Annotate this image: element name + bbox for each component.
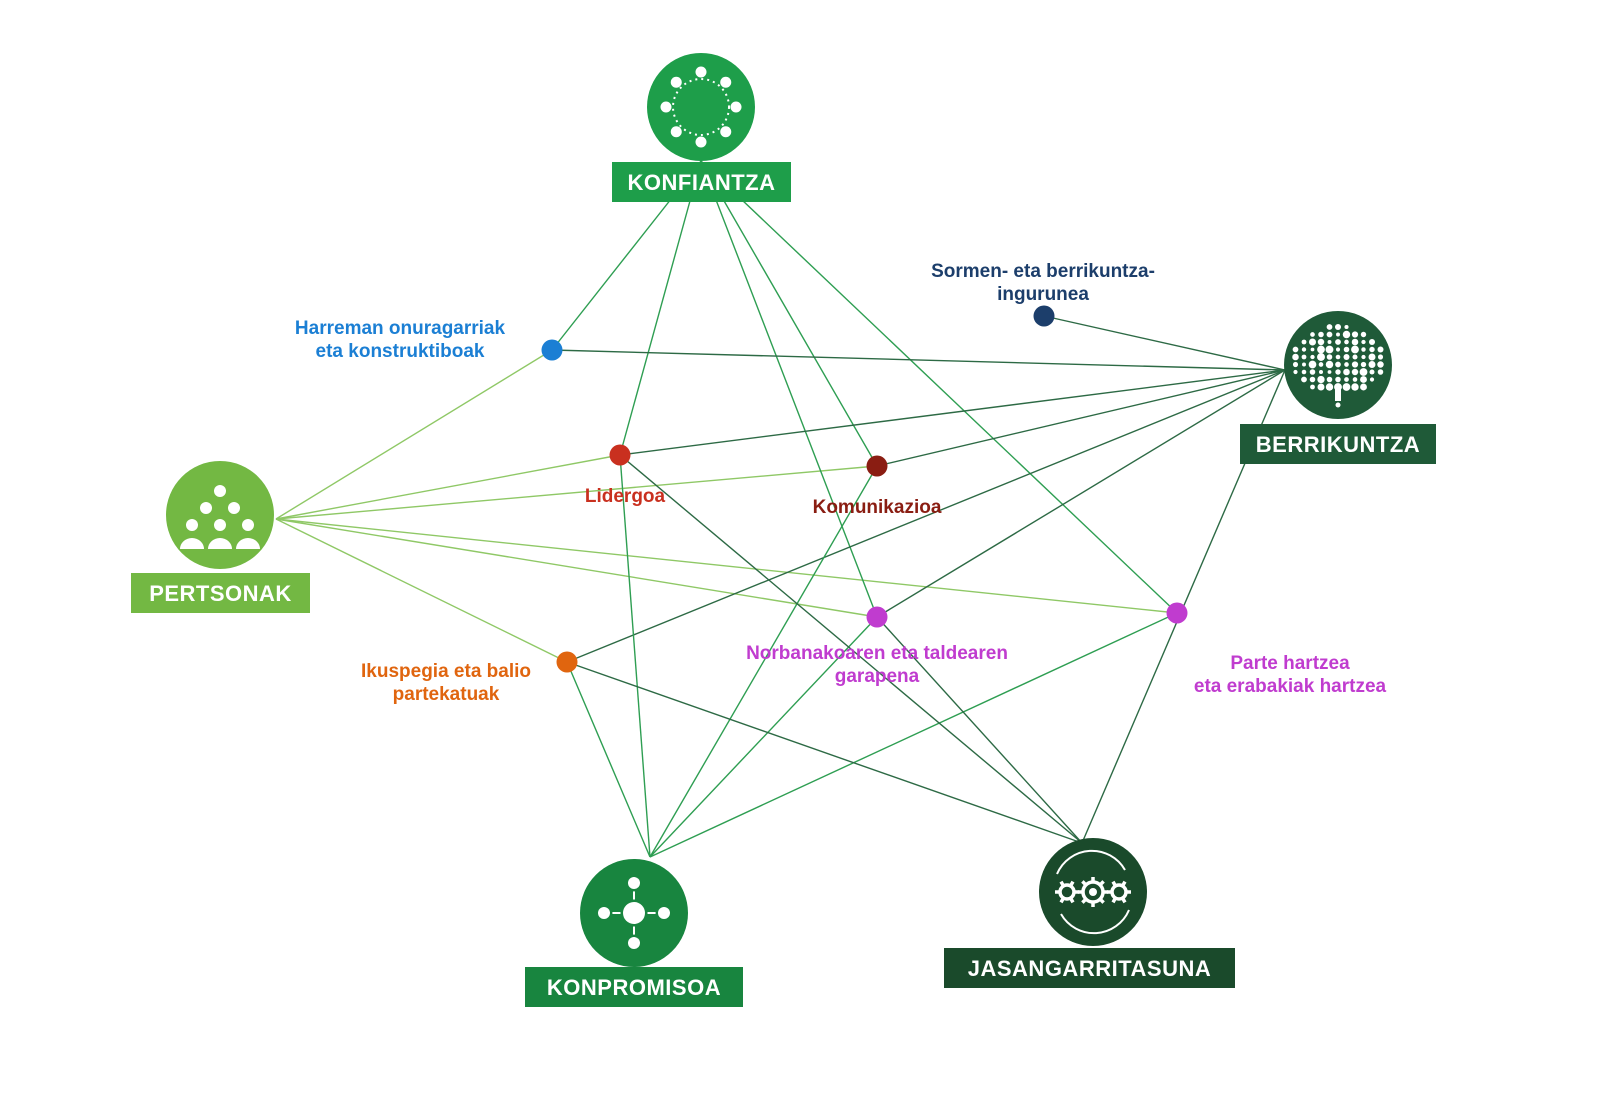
connection-line bbox=[649, 616, 878, 858]
ikuspegia-label-line: partekatuak bbox=[393, 684, 500, 705]
komunikazioa-label-line: Komunikazioa bbox=[813, 497, 942, 518]
gears-cycle-icon bbox=[1055, 849, 1131, 935]
konfiantza-label-box: KONFIANTZA bbox=[612, 162, 791, 202]
parte-dot bbox=[1166, 602, 1188, 624]
norbanakoaren-label-line: Norbanakoaren eta taldearen bbox=[746, 643, 1008, 664]
konpromisoa-label: KONPROMISOA bbox=[547, 975, 721, 1000]
parte-label-line: Parte hartzea bbox=[1230, 653, 1350, 674]
sormen-label-line: Sormen- eta berrikuntza- bbox=[931, 261, 1155, 282]
jasangarritasuna-label-box: JASANGARRITASUNA bbox=[944, 948, 1235, 988]
harreman-label-line: eta konstruktiboak bbox=[316, 341, 485, 362]
connection-line bbox=[275, 465, 878, 520]
connection-line bbox=[700, 160, 1178, 614]
jasangarritasuna-label: JASANGARRITASUNA bbox=[968, 956, 1212, 981]
connection-line bbox=[619, 369, 1286, 456]
berrikuntza-label: BERRIKUNTZA bbox=[1256, 432, 1420, 457]
lidergoa-label-line: Lidergoa bbox=[585, 486, 666, 507]
connection-line bbox=[275, 518, 1178, 614]
konfiantza-label: KONFIANTZA bbox=[628, 170, 776, 195]
berrikuntza-label-box: BERRIKUNTZA bbox=[1240, 424, 1436, 464]
factor-dots bbox=[541, 305, 1188, 673]
connection-line bbox=[876, 616, 1083, 844]
harreman-label-line: Harreman onuragarriak bbox=[295, 318, 506, 339]
connection-line bbox=[275, 518, 878, 618]
connection-line bbox=[275, 454, 621, 520]
jasangarritasuna-pillar: JASANGARRITASUNA bbox=[944, 838, 1235, 988]
berrikuntza-pillar: BERRIKUNTZA bbox=[1240, 311, 1436, 464]
connection-line bbox=[566, 661, 1083, 844]
pillars: KONFIANTZA PERTSONAK BERRIKUNTZA KONPROMISO… bbox=[131, 53, 1436, 1007]
connection-line bbox=[700, 160, 878, 618]
sormen-label-line: ingurunea bbox=[997, 284, 1089, 305]
connection-line bbox=[551, 349, 1286, 371]
connection-line bbox=[566, 369, 1286, 663]
konpromisoa-label-box: KONPROMISOA bbox=[525, 967, 743, 1007]
connection-line bbox=[275, 518, 568, 663]
connection-line bbox=[619, 160, 702, 456]
connection-line bbox=[649, 612, 1178, 858]
connection-line bbox=[619, 454, 651, 858]
ikuspegia-dot bbox=[556, 651, 578, 673]
harreman-dot bbox=[541, 339, 563, 361]
parte-label-line: eta erabakiak hartzea bbox=[1194, 676, 1387, 697]
circle-of-dots-icon bbox=[660, 66, 742, 148]
lidergoa-dot bbox=[609, 444, 631, 466]
pertsonak-circle bbox=[166, 461, 274, 569]
converging-arrows-icon bbox=[598, 877, 670, 949]
norbanakoaren-dot bbox=[866, 606, 888, 628]
connection-line bbox=[649, 465, 878, 858]
connection-line bbox=[1043, 315, 1286, 371]
connection-line bbox=[876, 369, 1286, 467]
komunikazioa-dot bbox=[866, 455, 888, 477]
konfiantza-pillar: KONFIANTZA bbox=[612, 53, 791, 202]
connection-line bbox=[619, 454, 1083, 844]
norbanakoaren-label-line: garapena bbox=[835, 666, 920, 687]
connection-line bbox=[876, 369, 1286, 618]
people-group-icon bbox=[180, 485, 260, 549]
sormen-dot bbox=[1033, 305, 1055, 327]
konpromisoa-pillar: KONPROMISOA bbox=[525, 859, 743, 1007]
dotted-brain-icon bbox=[1292, 323, 1384, 408]
pertsonak-label: PERTSONAK bbox=[149, 581, 292, 606]
ikuspegia-label-line: Ikuspegia eta balio bbox=[361, 661, 531, 682]
pertsonak-pillar: PERTSONAK bbox=[131, 461, 310, 613]
connection-line bbox=[566, 661, 651, 858]
pertsonak-label-box: PERTSONAK bbox=[131, 573, 310, 613]
connection-line bbox=[700, 160, 878, 467]
connection-line bbox=[275, 349, 553, 520]
